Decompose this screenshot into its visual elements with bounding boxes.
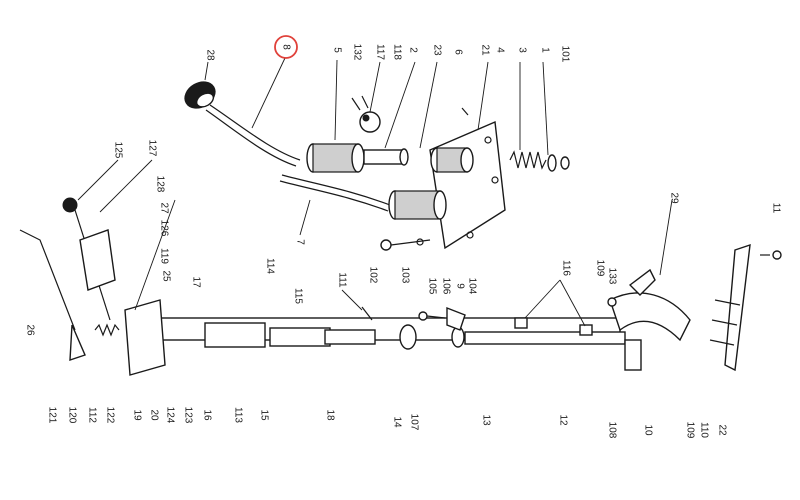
gear-lever-knob [184, 81, 216, 109]
callout-label: 14 [392, 416, 403, 428]
callout-label: 9 [455, 283, 466, 289]
callout-label: 119 [159, 248, 170, 264]
bellows-23 [430, 147, 474, 173]
fork-10 [609, 268, 691, 371]
callout-label: 26 [25, 324, 36, 336]
callout-label: 17 [191, 276, 202, 288]
bolt-11 [760, 250, 782, 260]
leader-lines [77, 57, 673, 327]
callout-label: 109 [685, 422, 696, 439]
callout-label: 128 [155, 176, 166, 193]
callout-label: 124 [165, 407, 176, 424]
callout-label: 106 [441, 278, 452, 295]
flange-19 [124, 299, 166, 376]
callout-label: 4 [495, 47, 506, 53]
callout-label: 28 [205, 49, 216, 61]
spacer-2 [363, 148, 409, 166]
callout-label: 3 [517, 47, 528, 53]
callout-label: 120 [67, 407, 78, 424]
callout-label: 113 [233, 407, 244, 423]
callout-label: 125 [113, 142, 124, 159]
callout-label: 132 [352, 44, 363, 61]
callout-label: 12 [558, 414, 569, 426]
callout-label: 123 [183, 407, 194, 424]
callout-label: 27 [159, 202, 170, 214]
bellows-housing-5 [306, 143, 365, 173]
callout-label: 29 [669, 192, 680, 204]
callout-label: 115 [293, 288, 304, 304]
highlight-label: 8 [281, 44, 292, 50]
callout-label: 19 [132, 409, 143, 421]
selector-shaft [149, 317, 626, 350]
callout-label: 103 [400, 267, 411, 284]
washer-1 [547, 154, 557, 172]
callout-label: 10 [643, 424, 654, 436]
callout-label: 7 [295, 239, 306, 245]
highlight-callout-8: 8 [274, 35, 298, 59]
callout-label: 13 [481, 414, 492, 426]
clamp-116 [514, 317, 593, 336]
callout-label: 2 [408, 47, 419, 53]
bolt-102-103 [380, 238, 431, 251]
bracket-plate-21 [429, 120, 506, 250]
callout-label: 107 [409, 414, 420, 431]
callout-label: 18 [325, 409, 336, 421]
bolt-105 [418, 311, 446, 321]
spring-17 [94, 323, 120, 337]
callout-label: 126 [159, 220, 170, 237]
lever-rod-7 [279, 174, 391, 212]
callout-label: 111 [337, 272, 348, 288]
callout-label: 23 [432, 44, 443, 56]
shift-lever-26 [19, 229, 86, 361]
callout-label: 104 [467, 278, 478, 295]
nut-101 [560, 156, 570, 170]
callout-label: 112 [87, 407, 98, 423]
pin-111 [361, 306, 373, 321]
callout-label: 6 [453, 49, 464, 55]
spring-3 [509, 150, 547, 170]
lever-22 [709, 243, 751, 372]
callout-label: 117 [375, 44, 386, 60]
bellows-lower [388, 190, 447, 220]
screw-6 [461, 107, 469, 116]
callout-label: 109 [595, 260, 606, 277]
callout-label: 25 [161, 270, 172, 282]
callout-label: 102 [368, 267, 379, 284]
gear-lever-shaft [205, 104, 301, 167]
callout-label: 121 [47, 407, 58, 424]
callout-label: 127 [147, 140, 158, 157]
callout-label: 122 [105, 407, 116, 424]
callout-label: 15 [259, 409, 270, 421]
callout-label: 118 [392, 44, 403, 60]
callout-label: 16 [202, 409, 213, 421]
ball-118 [359, 111, 381, 133]
callout-label: 114 [265, 258, 276, 274]
bolt-133 [607, 297, 617, 307]
bracket-27 [79, 229, 116, 291]
callout-label: 21 [480, 44, 491, 56]
callout-label: 133 [607, 268, 618, 285]
callout-label: 20 [149, 409, 160, 421]
callout-label: 22 [717, 424, 728, 436]
callout-label: 1 [540, 47, 551, 53]
callout-label: 116 [561, 260, 572, 276]
callout-label: 110 [699, 422, 710, 438]
callout-label: 105 [427, 278, 438, 295]
callout-label: 5 [332, 47, 343, 53]
callout-label: 11 [771, 203, 782, 214]
callout-label: 108 [607, 422, 618, 439]
clip-104 [446, 306, 466, 331]
pin-132-117 [351, 95, 369, 111]
callout-label: 101 [560, 46, 571, 63]
